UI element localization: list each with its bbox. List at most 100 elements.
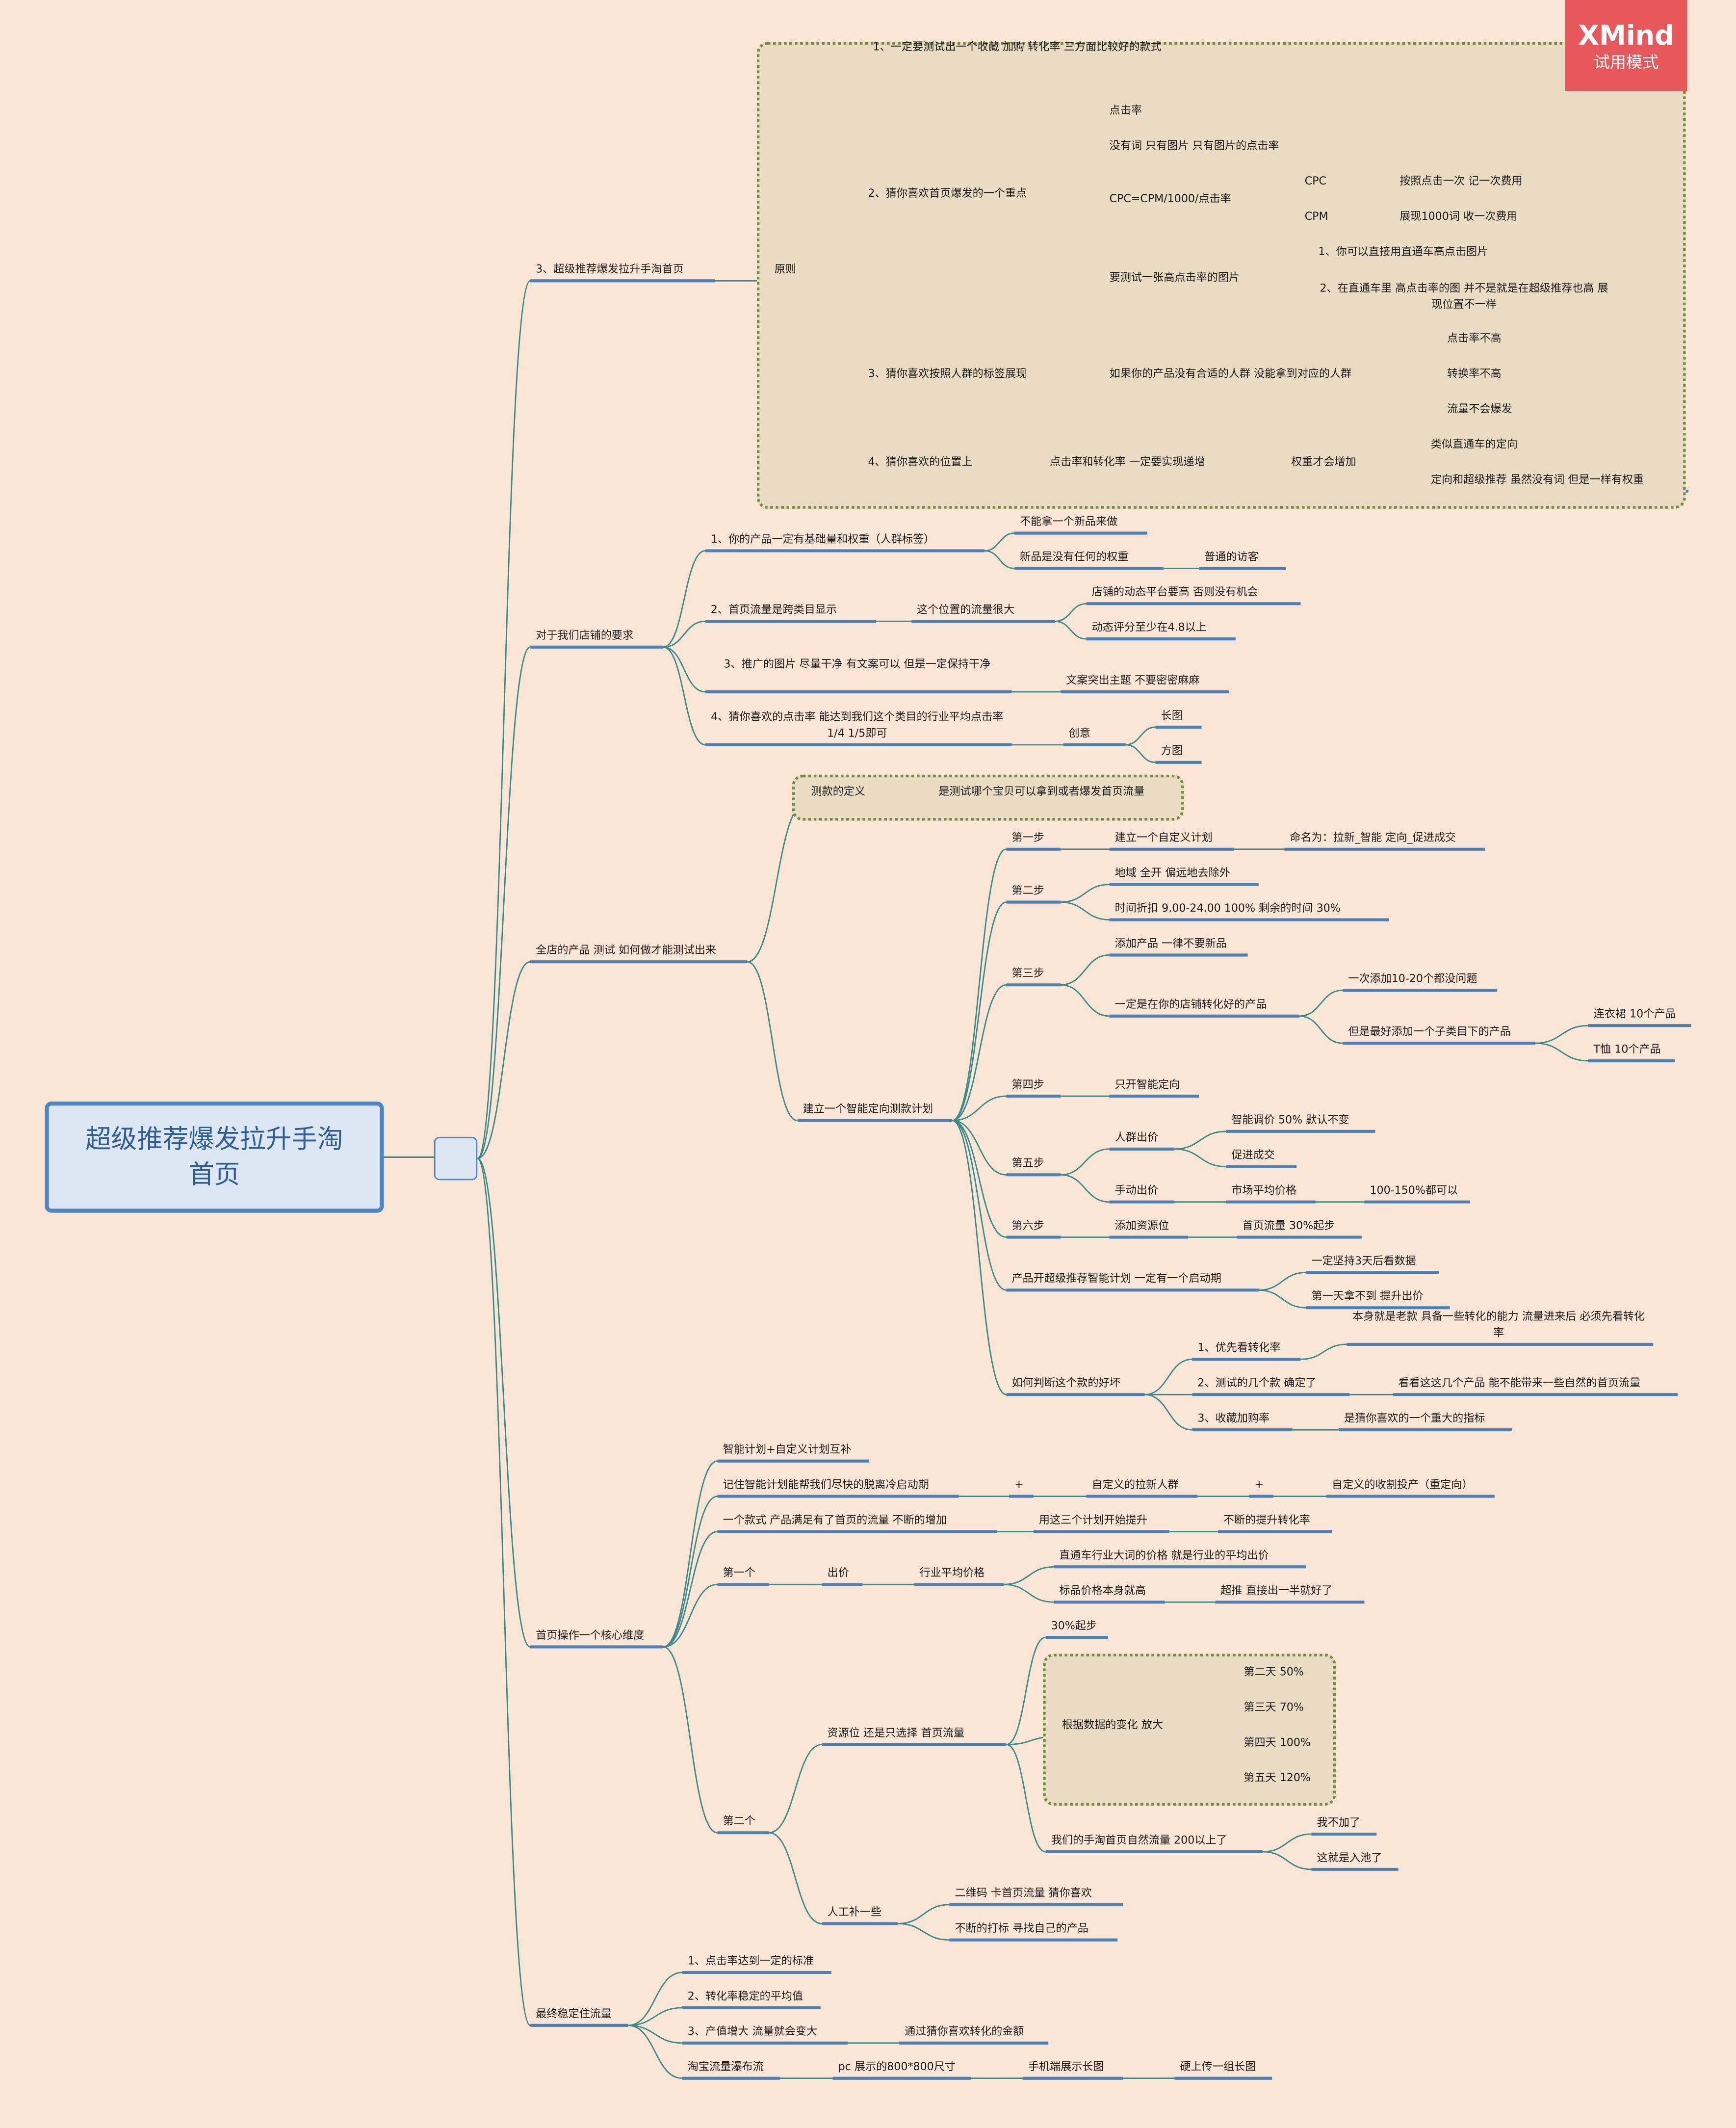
topic-y2b[interactable]: 没有词 只有图片 只有图片的点击率 <box>1109 139 1279 152</box>
topic-s3b1[interactable]: 一次添加10-20个都没问题 <box>1348 972 1477 985</box>
collapse-hub[interactable] <box>434 1136 478 1181</box>
topic-s5a1[interactable]: 智能调价 50% 默认不变 <box>1231 1113 1349 1126</box>
topic-h2p1[interactable]: + <box>1014 1478 1024 1491</box>
topic-y3a[interactable]: 如果你的产品没有合适的人群 没能拿到对应的人群 <box>1109 368 1352 380</box>
topic-s7a[interactable]: 一定坚持3天后看数据 <box>1311 1255 1416 1267</box>
topic-h2a[interactable]: 自定义的拉新人群 <box>1091 1478 1179 1491</box>
topic-h5b[interactable]: 人工补一些 <box>827 1906 882 1918</box>
topic-y4b[interactable]: 权重才会增加 <box>1291 455 1356 468</box>
topic-s5a2[interactable]: 促进成交 <box>1231 1149 1275 1161</box>
topic-h4a[interactable]: 出价 <box>827 1567 849 1579</box>
topic-s8a1[interactable]: 本身就是老款 具备一些转化的能力 流量进来后 必须先看转化率 <box>1352 1310 1645 1339</box>
topic-h4b2a[interactable]: 超推 直接出一半就好了 <box>1220 1584 1333 1597</box>
topic-y2d1[interactable]: 1、你可以直接用直通车高点击图片 <box>1318 245 1488 258</box>
topic-h5a2[interactable]: 根据数据的变化 放大 <box>1062 1719 1163 1731</box>
topic-s8b1[interactable]: 看看这这几个产品 能不能带来一些自然的首页流量 <box>1398 1377 1641 1390</box>
topic-s1b[interactable]: 命名为：拉新_智能 定向_促进成交 <box>1290 831 1456 844</box>
topic-s2b[interactable]: 时间折扣 9.00-24.00 100% 剩余的时间 30% <box>1114 902 1341 915</box>
topic-d4[interactable]: 4、猜你喜欢的点击率 能达到我们这个类目的行业平均点击率 1/4 1/5即可 <box>711 710 1004 739</box>
topic-s7b[interactable]: 第一天拿不到 提升出价 <box>1311 1290 1424 1303</box>
topic-w3[interactable]: 3、产值增大 流量就会变大 <box>687 2025 818 2038</box>
topic-h5a3a[interactable]: 我不加了 <box>1317 1816 1361 1829</box>
topic-d2[interactable]: 2、首页流量是跨类目显示 <box>710 604 837 616</box>
topic-s6b[interactable]: 首页流量 30%起步 <box>1242 1219 1335 1232</box>
topic-y2d[interactable]: 要测试一张高点击率的图片 <box>1109 271 1240 284</box>
topic-s4a[interactable]: 只开智能定向 <box>1114 1078 1180 1091</box>
topic-h3[interactable]: 一个款式 产品满足有了首页的流量 不断的增加 <box>723 1514 947 1526</box>
topic-s2a[interactable]: 地域 全开 偏远地去除外 <box>1114 867 1230 879</box>
topic-h3b[interactable]: 不断的提升转化率 <box>1223 1514 1310 1526</box>
topic-w4c[interactable]: 硬上传一组长图 <box>1180 2060 1256 2073</box>
topic-d1b[interactable]: 新品是没有任何的权重 <box>1020 551 1129 563</box>
topic-h4b[interactable]: 行业平均价格 <box>919 1567 985 1579</box>
topic-y4b1[interactable]: 类似直通车的定向 <box>1430 438 1518 450</box>
topic-h4[interactable]: 第一个 <box>723 1567 755 1579</box>
topic-h5b1[interactable]: 二维码 卡首页流量 猜你喜欢 <box>955 1887 1092 1899</box>
topic-h2p2[interactable]: + <box>1254 1478 1264 1491</box>
topic-d2a[interactable]: 这个位置的流量很大 <box>917 604 1015 616</box>
topic-s8a[interactable]: 1、优先看转化率 <box>1197 1341 1281 1354</box>
topic-jl[interactable]: 建立一个智能定向测款计划 <box>803 1103 933 1115</box>
topic-w3a[interactable]: 通过猜你喜欢转化的金额 <box>905 2025 1024 2038</box>
topic-s8c1[interactable]: 是猜你喜欢的一个重大的指标 <box>1344 1412 1485 1425</box>
topic-y3[interactable]: 3、猜你喜欢按照人群的标签展现 <box>868 368 1027 380</box>
topic-y2a[interactable]: 点击率 <box>1109 104 1142 117</box>
topic-s8[interactable]: 如何判断这个款的好坏 <box>1011 1377 1120 1390</box>
topic-s3b2a[interactable]: 连衣裙 10个产品 <box>1593 1008 1676 1021</box>
topic-s3[interactable]: 第三步 <box>1011 967 1044 980</box>
topic-s5b2[interactable]: 100-150%都可以 <box>1370 1184 1458 1197</box>
topic-cpc[interactable]: CPC <box>1304 175 1326 187</box>
topic-h5a2d[interactable]: 第五天 120% <box>1244 1771 1311 1784</box>
topic-y3a1[interactable]: 点击率不高 <box>1447 332 1502 345</box>
topic-y4a[interactable]: 点击率和转化率 一定要实现递增 <box>1049 455 1205 468</box>
topic-h2b[interactable]: 自定义的收割投产（重定向） <box>1332 1478 1473 1491</box>
topic-h5a1[interactable]: 30%起步 <box>1051 1620 1097 1632</box>
topic-y2d2[interactable]: 2、在直通车里 高点击率的图 并不是就是在超级推荐也高 展现位置不一样 <box>1320 282 1608 311</box>
topic-y3a2[interactable]: 转换率不高 <box>1447 368 1502 380</box>
topic-h4b2[interactable]: 标品价格本身就高 <box>1059 1584 1146 1597</box>
topic-h5a3b[interactable]: 这就是入池了 <box>1317 1851 1382 1864</box>
topic-s1a[interactable]: 建立一个自定义计划 <box>1114 831 1213 844</box>
topic-w2[interactable]: 2、转化率稳定的平均值 <box>687 1990 803 2002</box>
topic-d1b1[interactable]: 普通的访客 <box>1204 551 1259 563</box>
topic-w4b[interactable]: 手机端展示长图 <box>1028 2060 1104 2073</box>
topic-s5[interactable]: 第五步 <box>1011 1157 1044 1170</box>
topic-y2[interactable]: 2、猜你喜欢首页爆发的一个重点 <box>868 187 1027 200</box>
topic-s7[interactable]: 产品开超级推荐智能计划 一定有一个启动期 <box>1011 1272 1221 1285</box>
topic-s3b2[interactable]: 但是最好添加一个子类目下的产品 <box>1348 1025 1511 1038</box>
topic-w4a[interactable]: pc 展示的800*800尺寸 <box>838 2060 956 2073</box>
topic-h5[interactable]: 第二个 <box>723 1815 755 1828</box>
topic-h2[interactable]: 记住智能计划能帮我们尽快的脱离冷启动期 <box>723 1478 929 1491</box>
topic-b5[interactable]: 最终稳定住流量 <box>536 2007 612 2020</box>
topic-y4[interactable]: 4、猜你喜欢的位置上 <box>868 455 973 468</box>
topic-s5a[interactable]: 人群出价 <box>1114 1131 1159 1144</box>
topic-s3a[interactable]: 添加产品 一律不要新品 <box>1114 937 1227 950</box>
topic-y1[interactable]: 1、一定要测试出一个收藏 加购 转化率 三方面比较好的款式 <box>873 40 1162 53</box>
topic-h5a[interactable]: 资源位 还是只选择 首页流量 <box>827 1727 965 1739</box>
topic-d3a[interactable]: 文案突出主题 不要密密麻麻 <box>1066 674 1200 686</box>
topic-w1[interactable]: 1、点击率达到一定的标准 <box>687 1955 814 1967</box>
topic-b3[interactable]: 全店的产品 测试 如何做才能测试出来 <box>536 944 717 957</box>
topic-h5a3[interactable]: 我们的手淘首页自然流量 200以上了 <box>1051 1834 1227 1846</box>
topic-s6a[interactable]: 添加资源位 <box>1114 1219 1169 1232</box>
topic-s2[interactable]: 第二步 <box>1011 884 1044 897</box>
topic-s8c[interactable]: 3、收藏加购率 <box>1197 1412 1270 1425</box>
topic-h5a2c[interactable]: 第四天 100% <box>1244 1736 1311 1749</box>
topic-h3a[interactable]: 用这三个计划开始提升 <box>1038 1514 1148 1526</box>
topic-s5b1[interactable]: 市场平均价格 <box>1231 1184 1297 1197</box>
topic-s3b2b[interactable]: T恤 10个产品 <box>1593 1043 1661 1056</box>
topic-d2a2[interactable]: 动态评分至少在4.8以上 <box>1091 621 1207 634</box>
topic-h5a2b[interactable]: 第三天 70% <box>1244 1701 1304 1713</box>
topic-s4[interactable]: 第四步 <box>1011 1078 1044 1091</box>
topic-d1[interactable]: 1、你的产品一定有基础量和权重（人群标签） <box>710 533 935 546</box>
topic-yz[interactable]: 原则 <box>774 263 796 276</box>
topic-d4a[interactable]: 创意 <box>1068 727 1090 739</box>
root-topic[interactable]: 超级推荐爆发拉升手淘首页 <box>45 1102 384 1213</box>
topic-w4[interactable]: 淘宝流量瀑布流 <box>687 2060 764 2073</box>
topic-y3a3[interactable]: 流量不会爆发 <box>1447 403 1512 416</box>
topic-d1a[interactable]: 不能拿一个新品来做 <box>1020 515 1118 528</box>
topic-cpm[interactable]: CPM <box>1304 210 1328 223</box>
topic-b2[interactable]: 对于我们店铺的要求 <box>536 629 634 642</box>
topic-d2a1[interactable]: 店铺的动态平台要高 否则没有机会 <box>1091 586 1258 599</box>
topic-s1[interactable]: 第一步 <box>1011 831 1044 844</box>
